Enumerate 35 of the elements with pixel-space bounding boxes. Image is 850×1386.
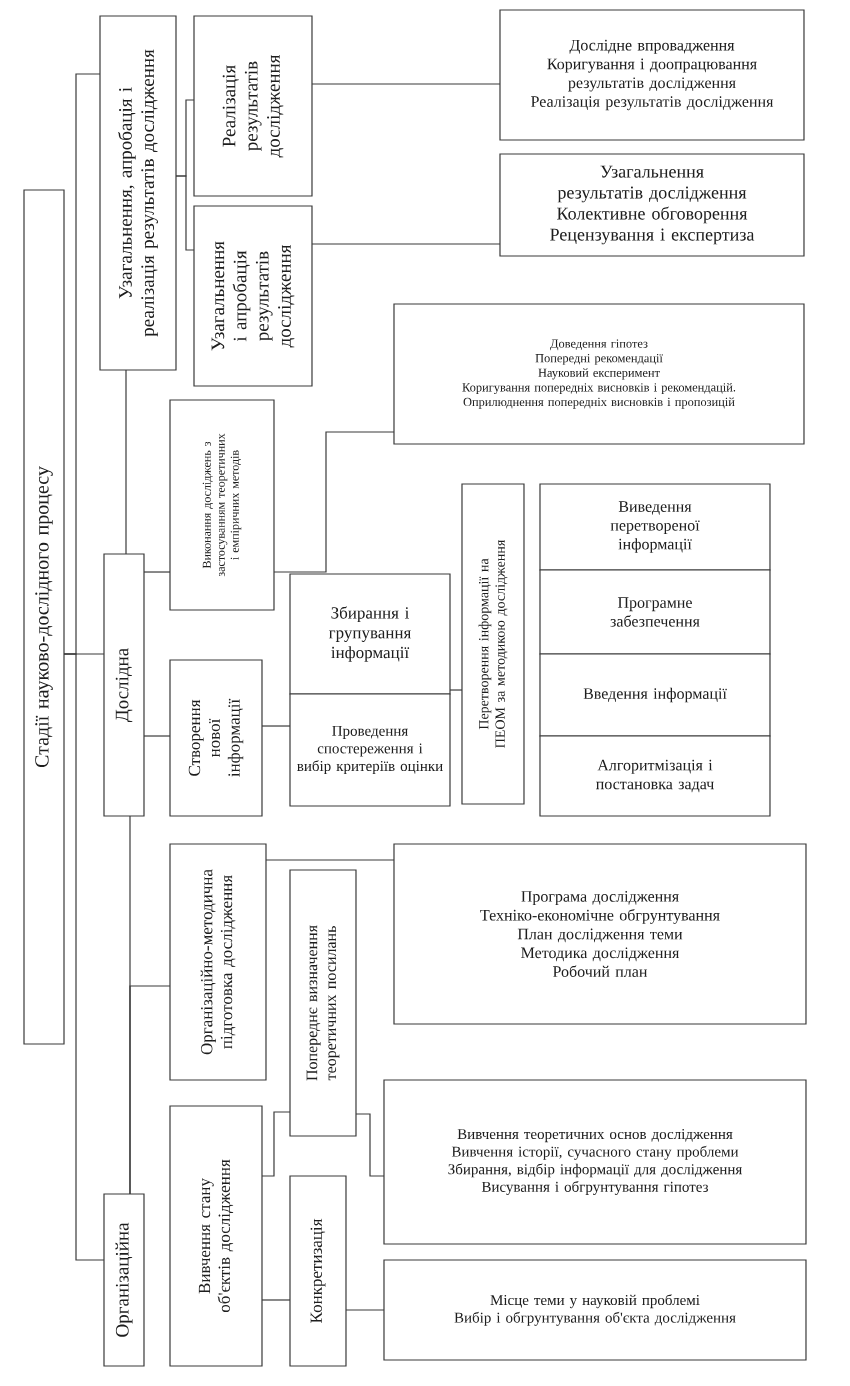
- stage-box: Дослідна: [103, 553, 145, 817]
- connector-line: [311, 243, 501, 245]
- substage-box: Створення нової інформації: [169, 659, 263, 817]
- connector-line: [261, 725, 291, 727]
- connector-line: [125, 369, 127, 555]
- step-box: Конкретизація: [289, 1175, 347, 1367]
- connector-line: [273, 431, 395, 573]
- connector-line: [129, 985, 171, 1195]
- connector-line: [261, 1299, 291, 1301]
- step-box: Збирання і групування інформації: [289, 573, 451, 695]
- stack-cell: Виведення перетвореної інформації: [539, 483, 771, 571]
- connector-line: [63, 653, 105, 1261]
- stack-cell: Програмне забезпечення: [539, 569, 771, 655]
- connector-line: [449, 689, 463, 691]
- connector-line: [311, 83, 501, 85]
- root-box: Стадії науково-дослідного процесу: [23, 189, 65, 1045]
- connector-line: [265, 859, 395, 861]
- connector-line: [261, 1111, 291, 1177]
- connector-line: [345, 1309, 385, 1311]
- connector-line: [355, 1113, 385, 1177]
- stage-box: Організаційна: [103, 1193, 145, 1367]
- stack-cell: Алгоритмізація і постановка задач: [539, 735, 771, 817]
- substage-box: Вивчення стану об'єктів дослідження: [169, 1105, 263, 1367]
- connector-line: [143, 735, 171, 737]
- substage-box: Реалізація результатів дослідження: [193, 15, 313, 197]
- connector-line: [175, 175, 195, 251]
- task-list-box: Дослідне впровадження Коригування і доопрацювання результатів дослідження Реалізація результатів дослідження: [499, 9, 805, 141]
- connector-line: [143, 571, 171, 573]
- stage-box: Узагальнення, апробація і реалізація результатів дослідження: [99, 15, 177, 371]
- task-list-box: Програма дослідження Техніко-економічне обгрунтування План дослідження теми Методика дослідження Робочий план: [393, 843, 807, 1025]
- step-box: Попереднє визначення теоретичних посилань: [289, 869, 357, 1137]
- substage-box: Узагальнення і апробація результатів дослідження: [193, 205, 313, 387]
- stack-cell: Введення інформації: [539, 653, 771, 737]
- task-list-box: Узагальнення результатів дослідження Колективне обговорення Рецензування і експертиза: [499, 153, 805, 257]
- substage-box: Організаційно-методична підготовка дослідження: [169, 843, 267, 1081]
